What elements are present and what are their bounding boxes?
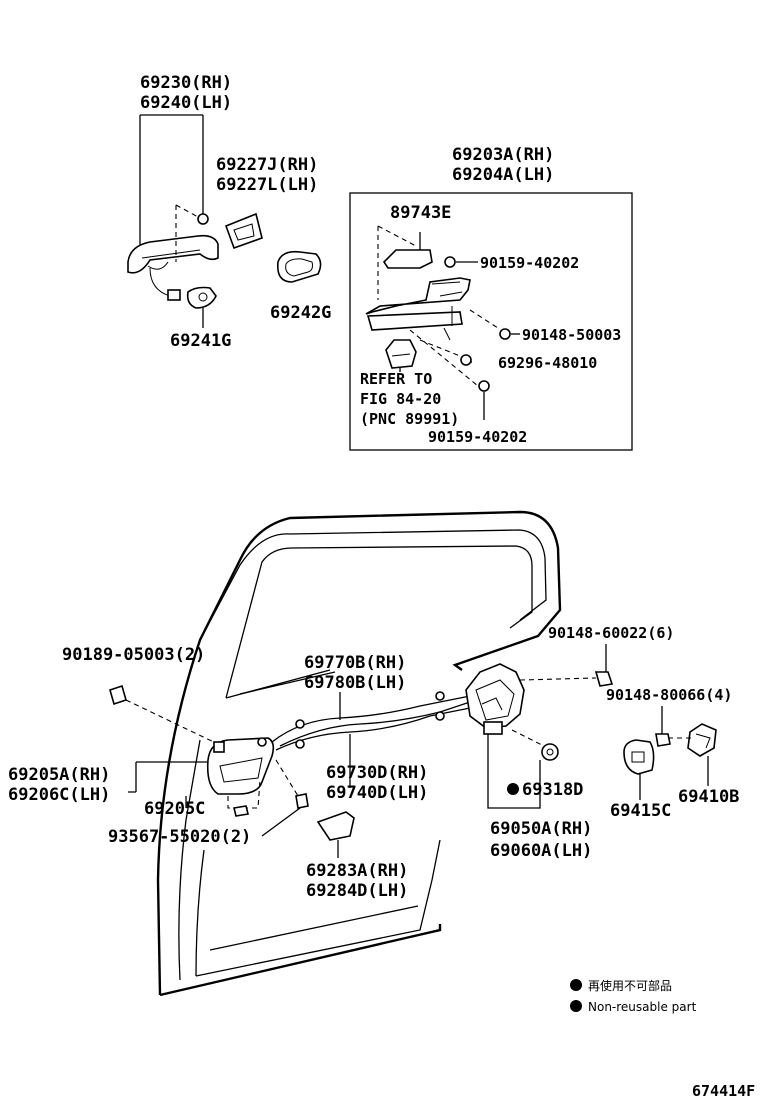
outside-handle-group xyxy=(127,114,322,328)
label-69318d: 69318D xyxy=(522,780,583,800)
label-69227l: 69227L(LH) xyxy=(216,175,318,195)
non-reusable-marker-69318d xyxy=(507,783,519,795)
legend-text-jp: 再使用不可部品 xyxy=(588,978,672,993)
label-69230: 69230(RH) xyxy=(140,73,232,93)
label-90159-top: 90159-40202 xyxy=(480,254,579,272)
legend-marker-en xyxy=(570,1000,582,1012)
label-69284d: 69284D(LH) xyxy=(306,881,408,901)
legend: 再使用不可部品 Non-reusable part xyxy=(570,978,697,1014)
label-69415c: 69415C xyxy=(610,801,671,821)
label-refer-line1: REFER TO xyxy=(360,370,432,388)
label-69060a: 69060A(LH) xyxy=(490,841,592,861)
door-outline xyxy=(156,510,562,997)
label-69283a: 69283A(RH) xyxy=(306,861,408,881)
label-90189: 90189-05003(2) xyxy=(62,645,205,665)
label-69227j: 69227J(RH) xyxy=(216,155,318,175)
label-69770b: 69770B(RH) xyxy=(304,653,406,673)
label-89743e: 89743E xyxy=(390,203,451,223)
label-refer-line3: (PNC 89991) xyxy=(360,410,459,428)
lock-cable-group xyxy=(109,644,717,858)
label-69206c: 69206C(LH) xyxy=(8,785,110,805)
label-90159-bottom: 90159-40202 xyxy=(428,428,527,446)
label-90148-80066: 90148-80066(4) xyxy=(606,686,732,704)
label-69203a: 69203A(RH) xyxy=(452,145,554,165)
label-69296: 69296-48010 xyxy=(498,354,597,372)
label-69410b: 69410B xyxy=(678,787,739,807)
label-69204a: 69204A(LH) xyxy=(452,165,554,185)
label-69240: 69240(LH) xyxy=(140,93,232,113)
label-93567: 93567-55020(2) xyxy=(108,827,251,847)
label-90148-50003: 90148-50003 xyxy=(522,326,621,344)
label-69050a: 69050A(RH) xyxy=(490,819,592,839)
label-69205a: 69205A(RH) xyxy=(8,765,110,785)
label-69740d: 69740D(LH) xyxy=(326,783,428,803)
label-refer-line2: FIG 84-20 xyxy=(360,390,441,408)
frame-assembly-group xyxy=(349,192,633,451)
label-90148-60022: 90148-60022(6) xyxy=(548,624,674,642)
legend-text-en: Non-reusable part xyxy=(588,1000,697,1014)
figure-code: 674414F xyxy=(692,1082,755,1100)
label-69730d: 69730D(RH) xyxy=(326,763,428,783)
label-69242g: 69242G xyxy=(270,303,331,323)
label-69241g: 69241G xyxy=(170,331,231,351)
legend-marker-jp xyxy=(570,979,582,991)
label-69780b: 69780B(LH) xyxy=(304,673,406,693)
label-69205c: 69205C xyxy=(144,799,205,819)
